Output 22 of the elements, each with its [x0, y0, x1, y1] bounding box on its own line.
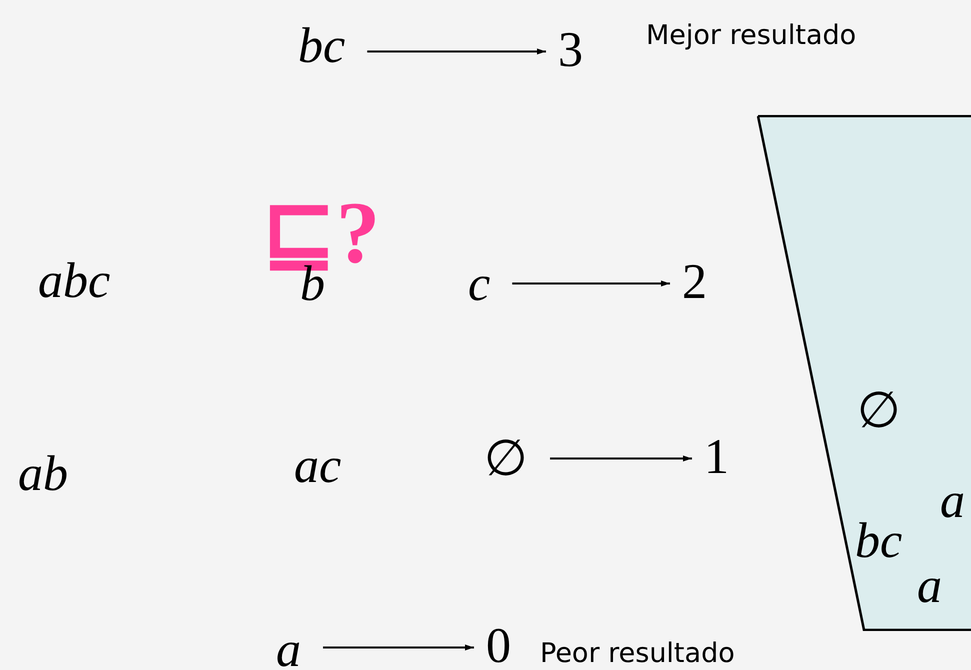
math-value: 0: [486, 620, 511, 670]
math-value: 3: [558, 24, 583, 74]
math-value: 2: [682, 256, 707, 306]
math-term: a: [940, 475, 965, 525]
math-term: a: [917, 560, 942, 610]
math-value: ∅: [484, 433, 528, 483]
math-term: ac: [294, 440, 342, 490]
heading-note: Peor resultado: [540, 640, 735, 667]
arrow: [550, 456, 692, 462]
heading-note: Mejor resultado: [646, 22, 856, 49]
math-term: ab: [18, 448, 68, 498]
arrow: [367, 48, 546, 54]
math-term: bc: [855, 515, 902, 565]
math-term: a: [276, 624, 301, 670]
arrow: [512, 280, 670, 286]
trapezoid-shape: [757, 115, 971, 631]
math-term: c: [468, 258, 490, 308]
math-term: abc: [38, 255, 110, 305]
math-term: bc: [298, 20, 346, 70]
math-term: ∅: [857, 385, 901, 435]
math-value: 1: [704, 431, 729, 481]
arrow: [323, 644, 474, 650]
